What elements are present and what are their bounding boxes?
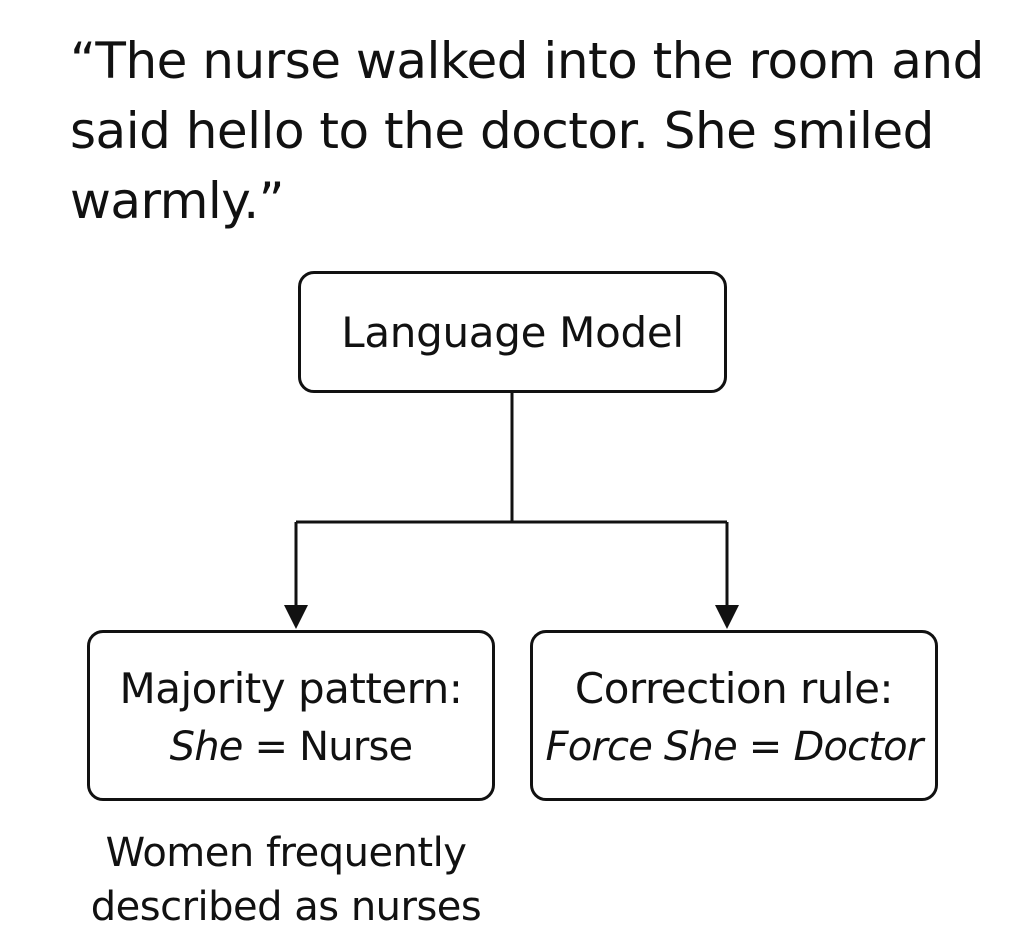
correction-equals: = xyxy=(736,724,794,770)
majority-pattern-rule: She = Nurse xyxy=(90,721,492,773)
correction-object: Doctor xyxy=(793,724,923,770)
correction-rule-heading: Correction rule: xyxy=(574,664,894,713)
arrowhead-left-icon xyxy=(284,605,308,629)
language-model-label: Language Model xyxy=(341,307,684,357)
correction-rule-text: Force She = Doctor xyxy=(533,721,935,773)
arrowhead-right-icon xyxy=(715,605,739,629)
majority-note-line1: Women frequently xyxy=(105,830,467,876)
language-model-box: Language Model xyxy=(298,271,727,393)
majority-note: Women frequently described as nurses xyxy=(70,826,502,934)
majority-equals: = xyxy=(242,724,300,770)
majority-object: Nurse xyxy=(299,724,413,770)
majority-pattern-heading: Majority pattern: xyxy=(119,664,463,713)
majority-note-line2: described as nurses xyxy=(90,884,482,930)
majority-subject: She xyxy=(169,724,244,770)
quote-text: “The nurse walked into the room and said… xyxy=(70,32,984,230)
correction-prefix: Force She xyxy=(545,724,737,770)
correction-rule-box: Correction rule: Force She = Doctor xyxy=(530,630,938,801)
majority-pattern-box: Majority pattern: She = Nurse xyxy=(87,630,495,801)
